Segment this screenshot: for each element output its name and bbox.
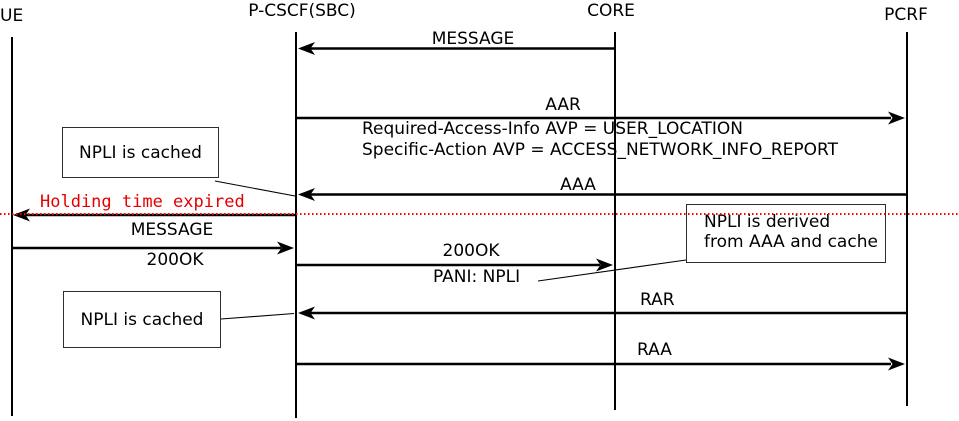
message-label-aaa: AAA [560,175,596,195]
message-label-200ok-core: 200OK [442,241,500,261]
message-label-message-2: MESSAGE [130,220,214,240]
arrowhead-left-icon [298,306,315,320]
arrowhead-left-icon [13,208,30,222]
actor-label-pcrf: PCRF [884,5,928,25]
actor-label-ue: UE [0,6,24,26]
arrowhead-left-icon [298,42,315,55]
message-label-rar: RAR [640,290,675,310]
note-pointer-line-1 [214,180,296,197]
arrowhead-right-icon [596,258,613,272]
message-label-aar: AAR [545,95,581,115]
message-detail-aar-1: Required-Access-Info AVP = USER_LOCATION [362,119,744,139]
actor-label-pcscf: P-CSCF(SBC) [248,1,356,21]
message-label-raa: RAA [637,340,672,360]
note-npli-cached-2: NPLI is cached [63,291,221,348]
note-pointer-line-3 [220,312,295,320]
arrowhead-right-icon [888,111,905,125]
arrowhead-left-icon [298,188,315,201]
note-text: NPLI is cached [80,309,204,330]
actor-label-core: CORE [587,1,635,21]
message-label-200ok-ue: 200OK [146,250,204,270]
holding-time-divider-line [0,213,959,215]
note-text: NPLI is cached [79,142,202,163]
note-pointer-line-2 [537,259,687,282]
message-detail-pani-npli: PANI: NPLI [433,267,521,287]
message-label-message-1: MESSAGE [431,29,515,49]
note-text-line: from AAA and cache [704,232,878,252]
divider-label-holding-time-expired: Holding time expired [40,192,245,212]
note-npli-cached-1: NPLI is cached [62,127,219,178]
message-detail-aar-2: Specific-Action AVP = ACCESS_NETWORK_INF… [362,140,838,160]
note-text-line: NPLI is derived [704,212,831,232]
arrowhead-right-icon [888,357,905,371]
arrowhead-right-icon [277,241,294,255]
